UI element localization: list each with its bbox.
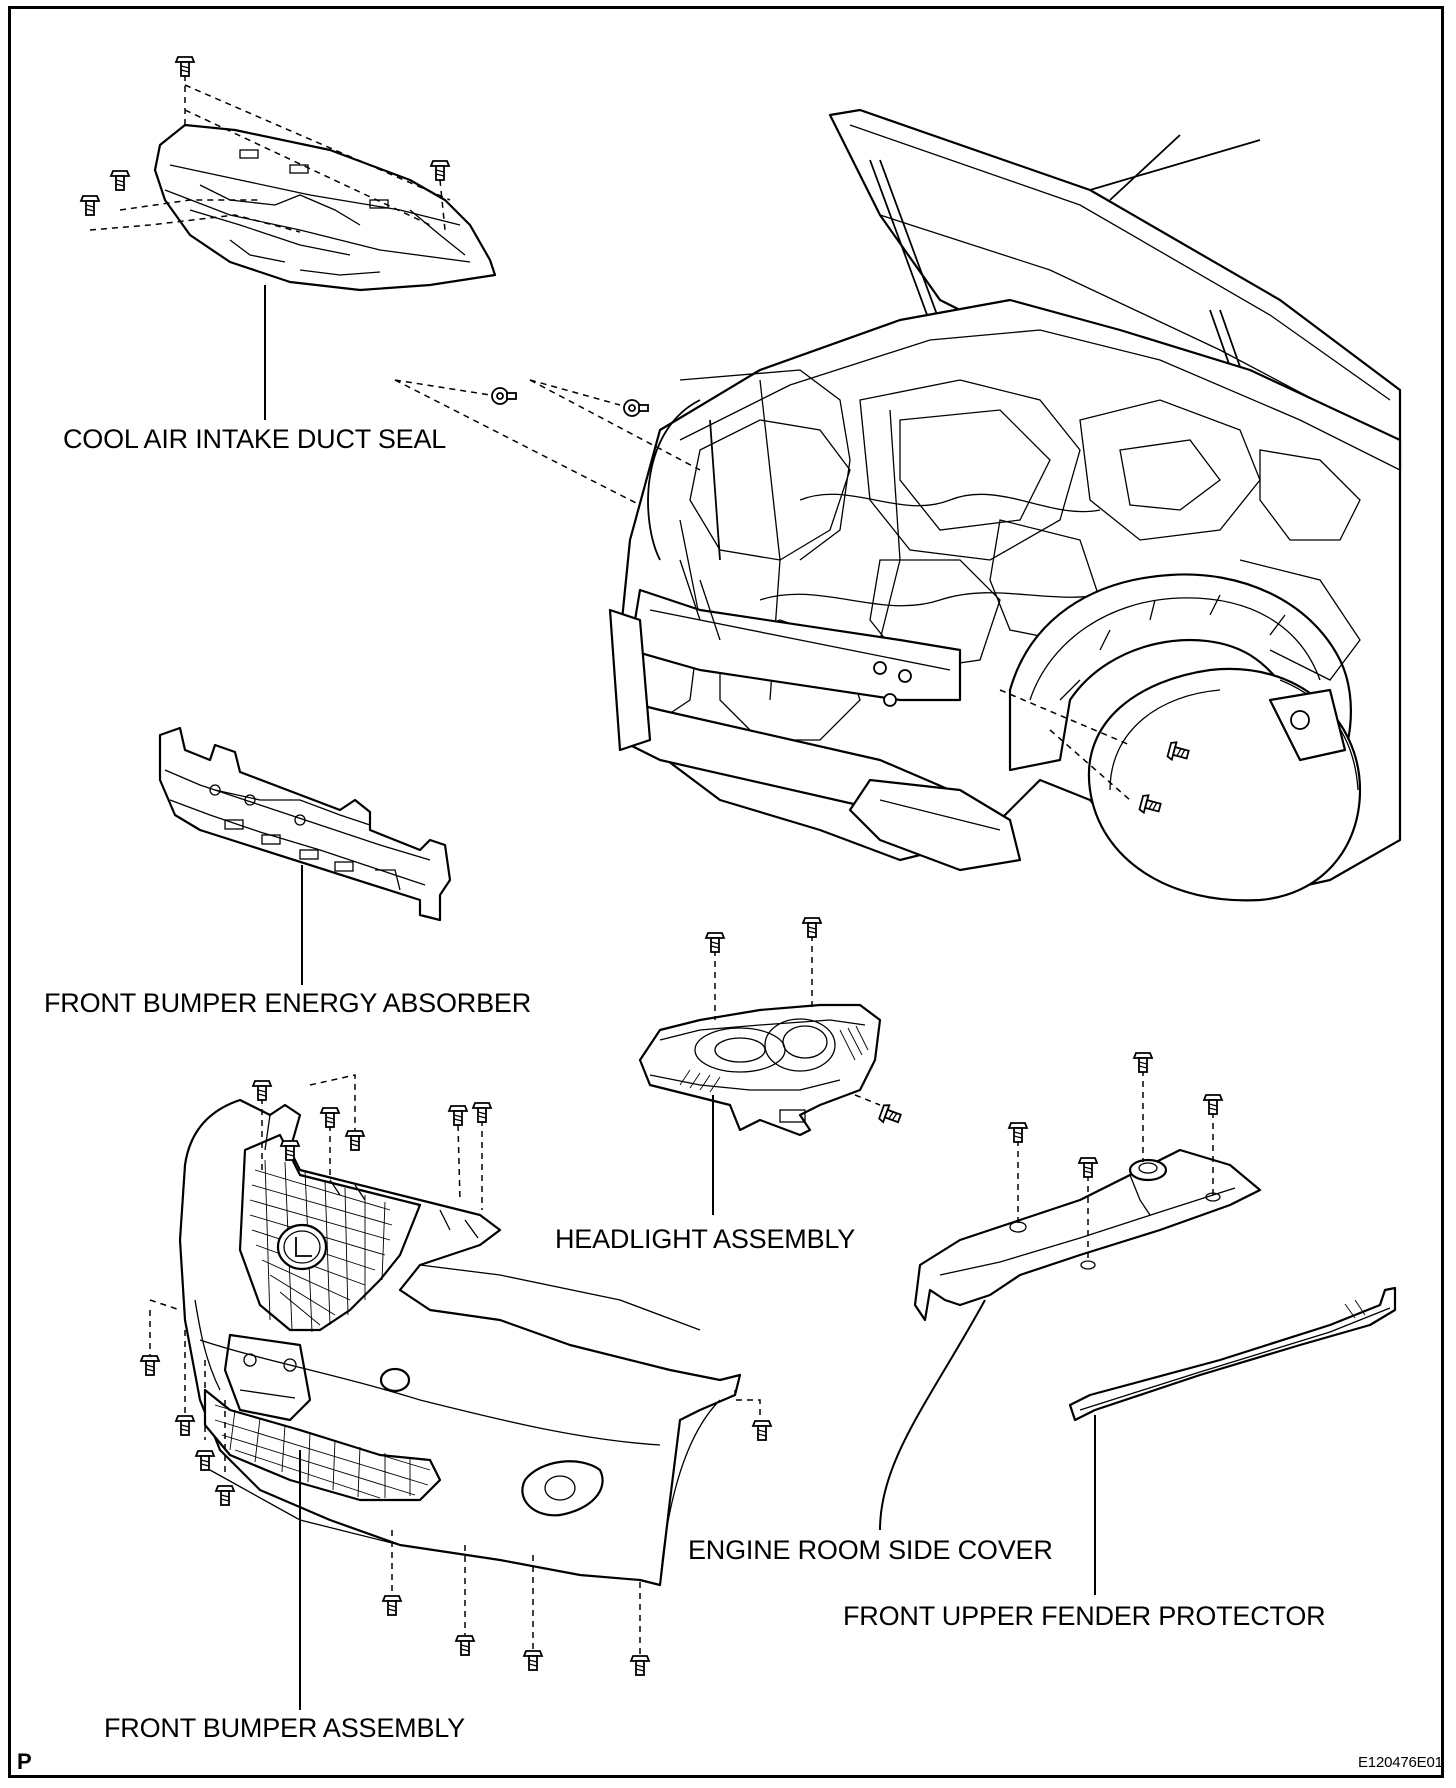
- label-headlight-assembly: HEADLIGHT ASSEMBLY: [555, 1224, 856, 1254]
- figure-code: E120476E01: [1358, 1754, 1443, 1771]
- corner-mark: P: [17, 1749, 32, 1774]
- front-bumper-assembly-part: [140, 1074, 772, 1710]
- cool-air-intake-duct-seal-part: [80, 56, 497, 420]
- front-upper-fender-protector-part: [1068, 1286, 1397, 1595]
- label-front-upper-fender-protector: FRONT UPPER FENDER PROTECTOR: [843, 1601, 1326, 1631]
- duct-seal-clips: [394, 379, 701, 506]
- fender-liner-screws: [999, 689, 1191, 818]
- label-front-bumper-assembly: FRONT BUMPER ASSEMBLY: [104, 1713, 465, 1743]
- headlight-assembly-part: [638, 917, 904, 1215]
- label-front-bumper-energy-absorber: FRONT BUMPER ENERGY ABSORBER: [44, 988, 532, 1018]
- engine-room-side-cover-part: [879, 1052, 1262, 1531]
- label-engine-room-side-cover: ENGINE ROOM SIDE COVER: [688, 1535, 1053, 1565]
- front-bumper-energy-absorber-part: [158, 726, 452, 985]
- vehicle-front-body: [608, 108, 1402, 902]
- label-cool-air-intake-duct-seal: COOL AIR INTAKE DUCT SEAL: [63, 424, 447, 454]
